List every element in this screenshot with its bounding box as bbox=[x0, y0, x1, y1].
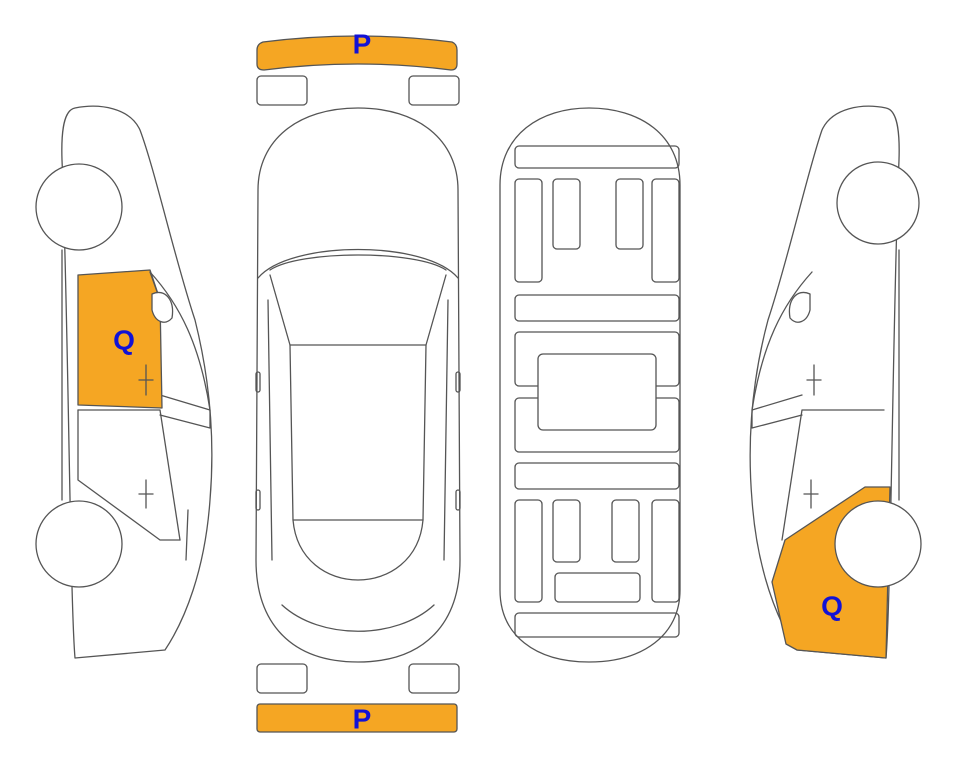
underside-view bbox=[499, 107, 681, 663]
rear-bumper-label: P bbox=[353, 704, 372, 735]
right-quarter-group[interactable]: Q bbox=[771, 486, 922, 659]
right-quarter-label: Q bbox=[821, 591, 843, 622]
front-bumper-label: P bbox=[353, 29, 372, 60]
front-left-headlight bbox=[256, 75, 308, 106]
left-door-highlight[interactable] bbox=[77, 269, 163, 409]
right-rear-wheel bbox=[834, 500, 922, 588]
front-bumper-group[interactable]: P bbox=[256, 29, 458, 71]
left-door-label: Q bbox=[113, 325, 135, 356]
rear-left-taillight bbox=[256, 663, 308, 694]
rear-bumper-highlight[interactable] bbox=[256, 703, 458, 733]
rear-right-taillight bbox=[408, 663, 460, 694]
rear-bumper-group[interactable]: P bbox=[256, 703, 458, 735]
front-bumper-highlight[interactable] bbox=[256, 35, 458, 71]
front-right-headlight bbox=[408, 75, 460, 106]
left-side-view bbox=[35, 105, 213, 659]
right-side-view bbox=[749, 105, 920, 659]
top-view-car bbox=[255, 107, 461, 663]
left-door-group[interactable]: Q bbox=[77, 269, 174, 509]
